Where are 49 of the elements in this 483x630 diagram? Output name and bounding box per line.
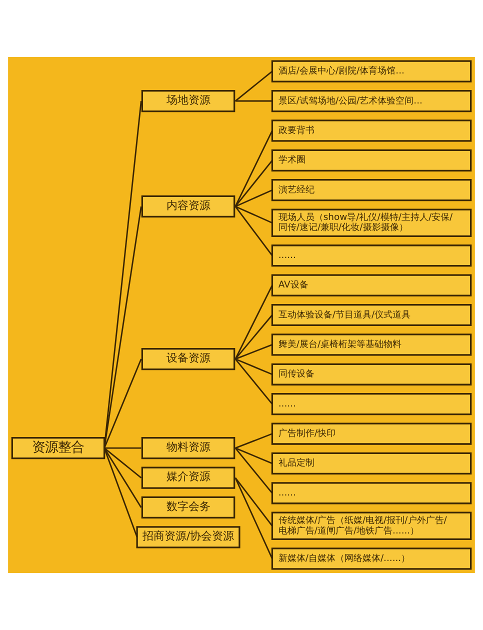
connector	[234, 314, 273, 360]
node-box: 设备资源	[141, 348, 236, 370]
connector	[234, 206, 273, 256]
connector	[104, 206, 142, 448]
connector	[234, 448, 273, 494]
node-box: 政要背书	[271, 120, 472, 142]
connector	[235, 189, 272, 208]
connector	[235, 344, 272, 360]
node-box: 舞美/展台/桌椅桁架等基础物料	[271, 334, 472, 356]
node-box: 学术圈	[271, 149, 472, 172]
connector	[234, 358, 273, 405]
connector	[104, 448, 142, 478]
node-box: 传统媒体/广告（纸媒/电视/报刊/户外广告/电梯广告/道闸广告/地铁广告......）	[271, 512, 472, 540]
node-box: 新媒体/自媒体（网络媒体/......）	[271, 548, 472, 570]
node-box: ......	[271, 244, 472, 267]
connector	[234, 70, 273, 102]
node-box: 内容资源	[141, 195, 236, 218]
connector	[234, 284, 273, 360]
node-box: 现场人员（show导/礼仪/模特/主持人/安保/同传/速记/兼职/化妆/摄影摄像）	[271, 208, 472, 237]
node-box: 互动体验设备/节目道具/仪式道具	[271, 304, 472, 326]
connector	[235, 447, 272, 464]
connector	[234, 130, 273, 207]
connector	[104, 448, 138, 538]
node-box: 物料资源	[141, 437, 236, 460]
connector	[235, 100, 272, 102]
node-box: 景区/试驾场地/公园/艺术体验空间...	[271, 90, 472, 112]
node-box: 酒店/会展中心/剧院/体育场馆...	[271, 60, 472, 82]
node-box: 招商资源/协会资源	[136, 526, 240, 548]
connector	[234, 477, 273, 526]
connector	[234, 477, 273, 559]
node-box: 同传设备	[271, 363, 472, 386]
connector	[235, 358, 272, 376]
node-box: 媒介资源	[141, 466, 236, 489]
connector	[235, 206, 272, 224]
connector	[104, 358, 142, 448]
node-box: 资源整合	[11, 437, 106, 460]
connector	[234, 160, 273, 207]
node-box: AV设备	[271, 274, 472, 296]
node-box: ......	[271, 393, 472, 416]
node-box: ......	[271, 482, 472, 504]
node-box: 礼品定制	[271, 452, 472, 474]
connector	[104, 447, 142, 449]
node-box: 演艺经纪	[271, 179, 472, 202]
connector	[104, 100, 142, 448]
connector	[104, 448, 142, 508]
node-box: 场地资源	[141, 90, 236, 112]
connector	[235, 433, 272, 449]
node-box: 广告制作/快印	[271, 422, 472, 445]
node-box: 数字会务	[141, 496, 236, 519]
